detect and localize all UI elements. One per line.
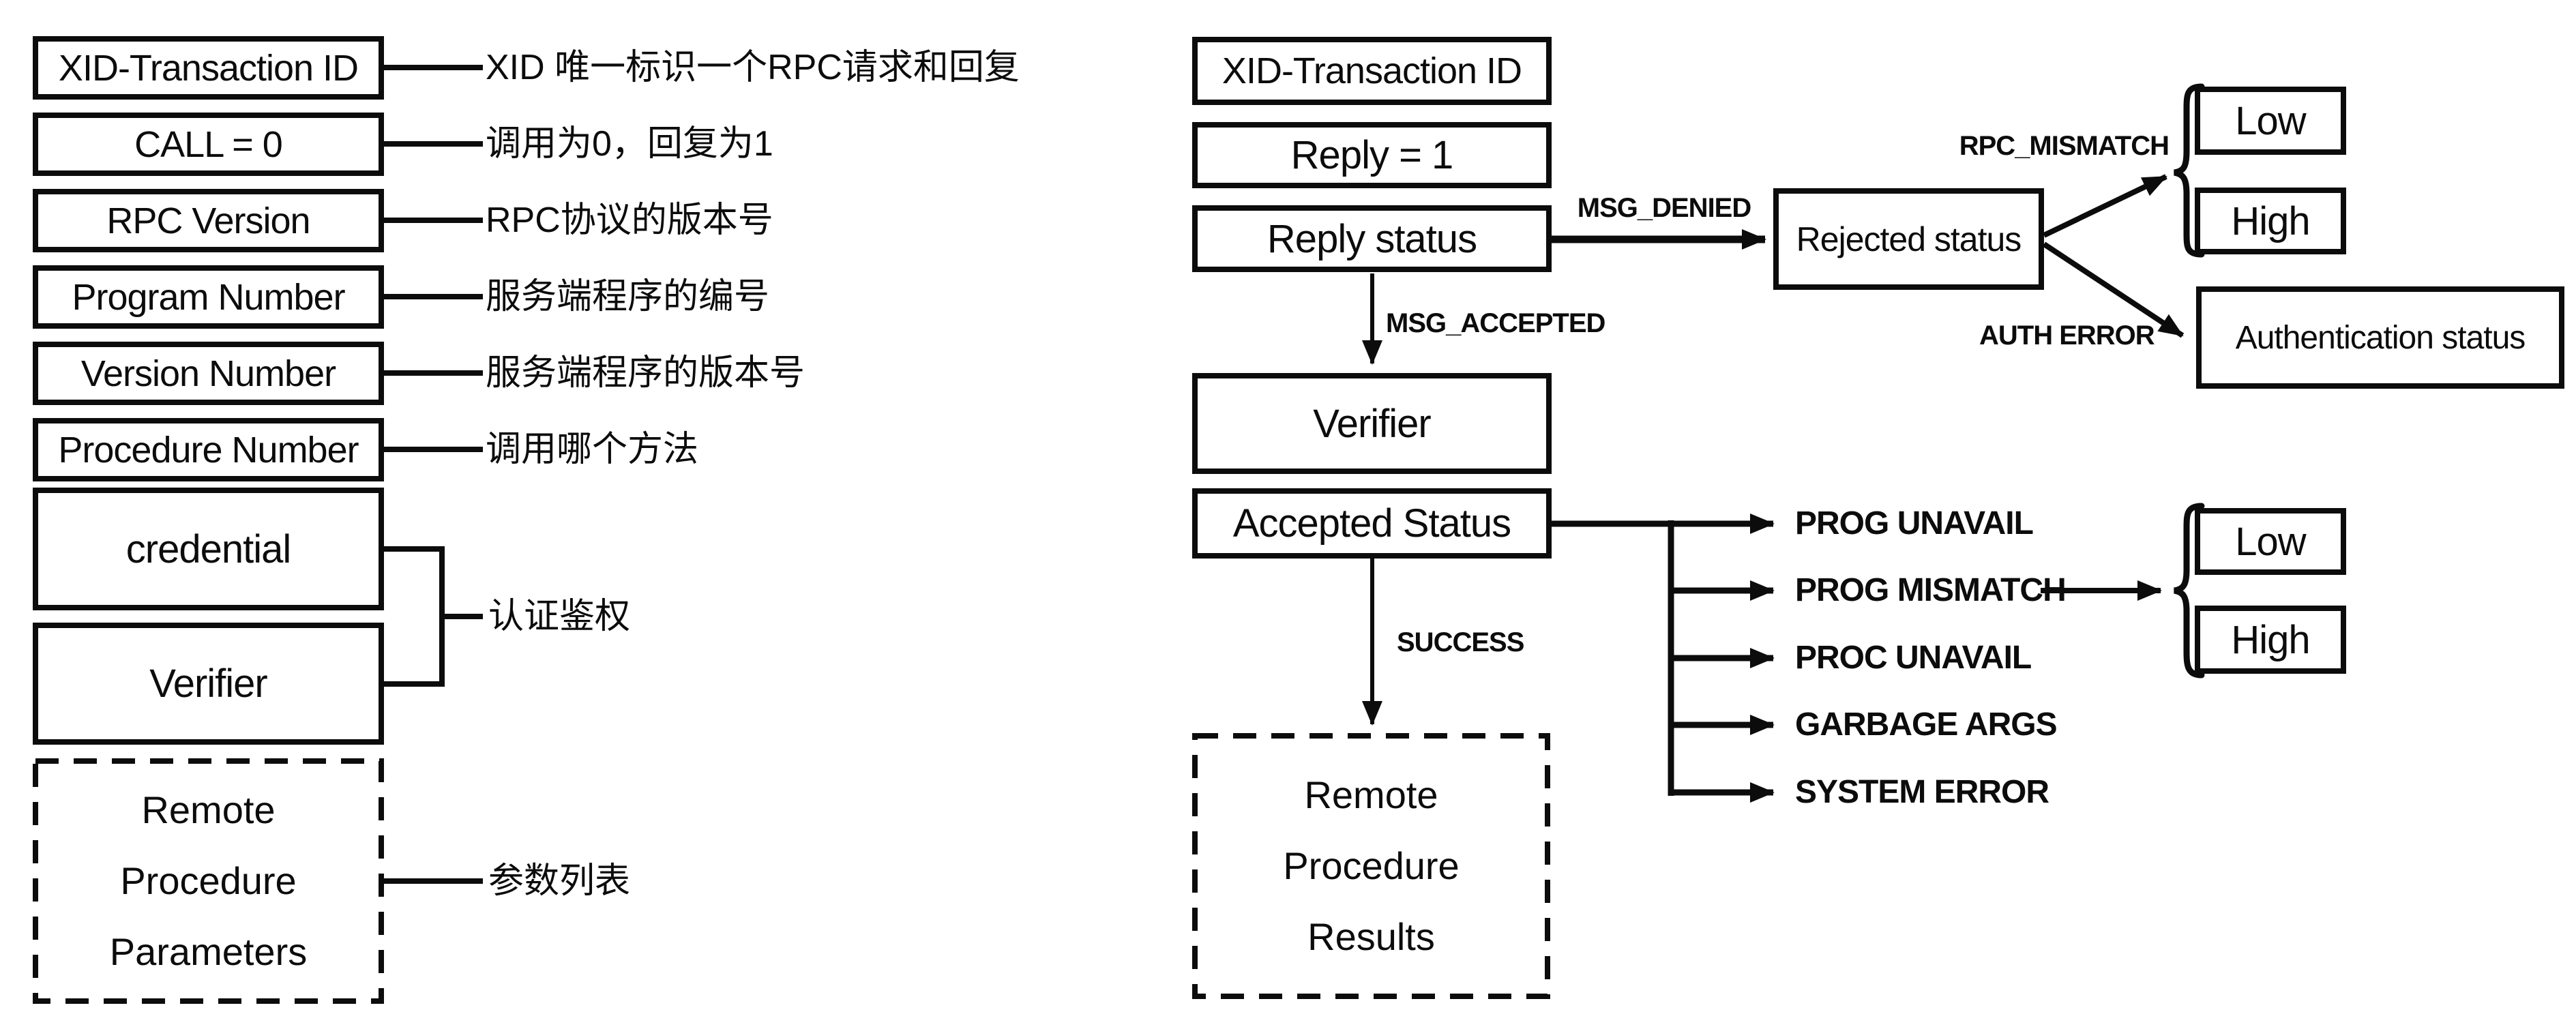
- note-rpc-version: RPC协议的版本号: [486, 200, 773, 240]
- field-label: XID-Transaction ID: [1222, 50, 1522, 91]
- params-line-3: Parameters: [109, 930, 308, 973]
- arrow-rpc-mismatch: [2043, 174, 2167, 238]
- reply-box-reply: Reply = 1: [1192, 122, 1552, 188]
- note-program-number: 服务端程序的编号: [486, 277, 770, 316]
- rejected-high-box: High: [2195, 188, 2346, 254]
- field-label: Rejected status: [1796, 220, 2022, 258]
- curly-brace-rejected-range: [2174, 83, 2205, 258]
- field-label: Procedure Number: [58, 429, 359, 471]
- field-label: Verifier: [1313, 401, 1432, 446]
- field-label: High: [2231, 617, 2310, 662]
- reply-box-xid: XID-Transaction ID: [1192, 37, 1552, 105]
- field-box-credential: credential: [33, 488, 384, 610]
- field-label: Reply = 1: [1290, 133, 1454, 177]
- field-box-program-number: Program Number: [33, 265, 384, 329]
- remote-procedure-parameters-box: [33, 758, 384, 1004]
- branch-label-system-error: SYSTEM ERROR: [1795, 774, 2049, 810]
- note-parameters: 参数列表: [488, 861, 631, 901]
- note-authentication: 认证鉴权: [488, 597, 631, 636]
- field-label: Program Number: [72, 276, 345, 318]
- field-label: CALL = 0: [134, 123, 283, 165]
- field-label: Reply status: [1267, 216, 1477, 261]
- note-procedure-number: 调用哪个方法: [486, 430, 699, 469]
- field-label: RPC Version: [106, 200, 310, 241]
- label-rpc-mismatch: RPC_MISMATCH: [1959, 131, 2170, 161]
- field-box-verifier: Verifier: [33, 623, 384, 745]
- remote-procedure-results-box: [1192, 733, 1550, 999]
- field-label: Version Number: [80, 353, 336, 394]
- branch-label-garbage-args: GARBAGE ARGS: [1795, 706, 2058, 743]
- authentication-status-box: Authentication status: [2196, 286, 2564, 389]
- field-label: Verifier: [149, 661, 268, 706]
- note-call: 调用为0，回复为1: [486, 124, 773, 164]
- field-box-rpc-version: RPC Version: [33, 189, 384, 252]
- field-box-xid: XID-Transaction ID: [33, 36, 384, 100]
- field-label: Authentication status: [2235, 319, 2526, 356]
- label-msg-accepted: MSG_ACCEPTED: [1386, 308, 1605, 338]
- field-label: credential: [125, 526, 291, 571]
- mismatch-low-box: Low: [2195, 508, 2346, 575]
- arrow-auth-error: [2042, 241, 2185, 338]
- reply-box-reply-status: Reply status: [1192, 205, 1552, 272]
- reply-box-verifier: Verifier: [1192, 373, 1552, 474]
- field-label: Low: [2235, 98, 2306, 143]
- note-version-number: 服务端程序的版本号: [486, 353, 805, 393]
- note-xid: XID 唯一标识一个RPC请求和回复: [486, 48, 1020, 87]
- rejected-low-box: Low: [2195, 87, 2346, 155]
- results-line-3: Results: [1307, 915, 1435, 958]
- reply-box-accepted-status: Accepted Status: [1192, 488, 1552, 559]
- remote-procedure-parameters-text: Remote Procedure Parameters: [35, 775, 381, 987]
- branch-label-prog-mismatch: PROG MISMATCH: [1795, 572, 2067, 608]
- remote-procedure-results-text: Remote Procedure Results: [1195, 760, 1548, 972]
- rejected-status-box: Rejected status: [1773, 188, 2044, 290]
- mismatch-high-box: High: [2195, 606, 2346, 674]
- results-line-1: Remote: [1304, 773, 1438, 816]
- field-box-call: CALL = 0: [33, 113, 384, 176]
- results-line-2: Procedure: [1283, 844, 1460, 887]
- params-line-2: Procedure: [120, 859, 297, 902]
- branch-label-proc-unavail: PROC UNAVAIL: [1795, 640, 2032, 676]
- field-label: XID-Transaction ID: [58, 47, 359, 89]
- field-label: Accepted Status: [1232, 501, 1511, 546]
- label-auth-error: AUTH ERROR: [1979, 321, 2155, 351]
- params-line-1: Remote: [141, 788, 276, 831]
- field-label: Low: [2235, 519, 2306, 564]
- field-label: High: [2231, 198, 2310, 243]
- label-success: SUCCESS: [1397, 627, 1524, 657]
- field-box-procedure-number: Procedure Number: [33, 418, 384, 481]
- label-msg-denied: MSG_DENIED: [1577, 193, 1752, 223]
- branch-label-prog-unavail: PROG UNAVAIL: [1795, 505, 2034, 541]
- field-box-version-number: Version Number: [33, 342, 384, 405]
- curly-brace-mismatch-range: [2174, 503, 2205, 679]
